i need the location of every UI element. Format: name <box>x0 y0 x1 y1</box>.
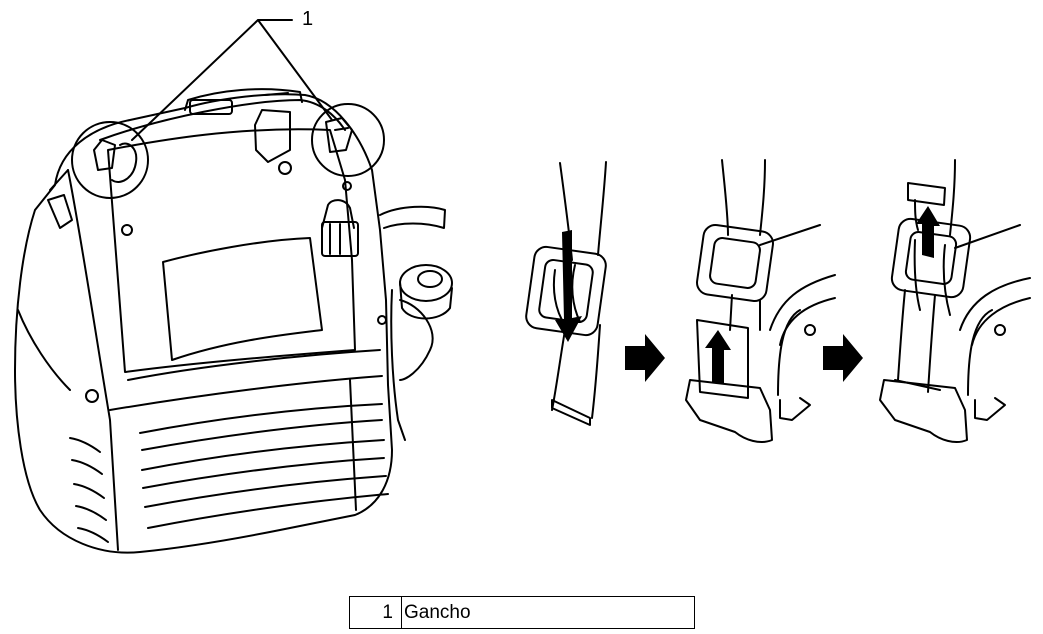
back-plate <box>107 128 356 373</box>
arrow-down-icon <box>555 230 582 342</box>
fuel-cap <box>399 264 453 302</box>
arrow-up-icon <box>705 330 731 384</box>
callout-leader <box>131 19 333 141</box>
backpack-blower <box>14 19 453 554</box>
legend-number: 1 <box>350 597 402 628</box>
callout-number: 1 <box>302 8 314 30</box>
strap-step-1 <box>525 161 607 426</box>
arrow-up-icon <box>916 206 940 258</box>
buckle-step-2 <box>696 224 774 302</box>
backpack-body <box>14 93 393 554</box>
legend-table: 1 Gancho <box>349 596 695 629</box>
arrow-right-icon <box>625 334 665 382</box>
vent-louvres <box>69 349 389 543</box>
strap-step-2 <box>685 159 836 443</box>
legend-label: Gancho <box>404 601 471 623</box>
hook-left-circle <box>71 121 149 199</box>
strap-step-3 <box>879 159 1031 443</box>
outlet-tube <box>379 205 446 229</box>
hook-right-circle <box>311 103 385 177</box>
arrow-right-icon <box>823 334 863 382</box>
top-handle <box>184 88 303 111</box>
